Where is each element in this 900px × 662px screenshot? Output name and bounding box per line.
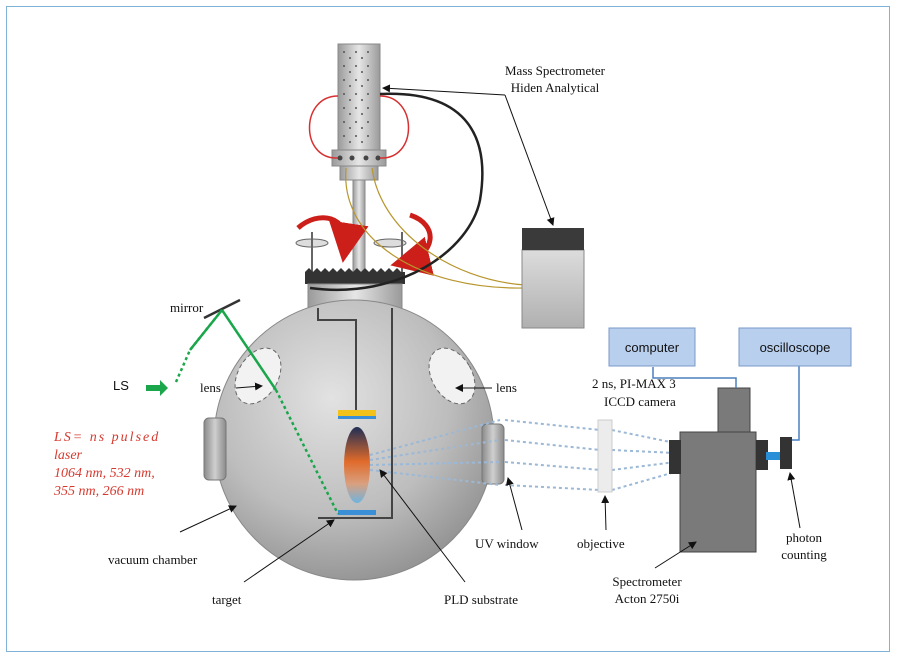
- spectrometer-label-2: Acton 2750i: [615, 591, 680, 606]
- pld-substrate-label: PLD substrate: [444, 592, 518, 607]
- red-wire-left: [308, 95, 339, 159]
- objective-label: objective: [577, 536, 625, 551]
- mirror-element: [203, 298, 241, 320]
- left-port: [203, 417, 227, 481]
- laser-beam: [146, 298, 340, 515]
- camera-label-1: 2 ns, PI-MAX 3: [592, 376, 676, 391]
- lens-right-label: lens: [496, 380, 517, 395]
- oscilloscope-box[interactable]: [738, 327, 852, 367]
- gold-cable-2: [371, 167, 526, 286]
- rotation-feedthrough-left: [295, 215, 369, 272]
- lens-left-label: lens: [200, 380, 221, 395]
- mirror-label: mirror: [170, 300, 204, 315]
- pointer-arrows: [179, 84, 801, 583]
- laser-note-line1: LS= ns pulsed: [53, 430, 160, 445]
- vacuum-chamber: [203, 299, 505, 581]
- mass-spectrometer-probe: [308, 43, 410, 273]
- substrate-holder-rod: [317, 308, 357, 410]
- rotation-arrow-right: [390, 212, 434, 276]
- spectrometer-body: [679, 431, 757, 553]
- computer-label: computer: [625, 340, 680, 355]
- photon-counting-detector: [780, 437, 792, 469]
- rotation-feedthrough-right: [373, 212, 434, 276]
- uv-window-port: [481, 423, 505, 485]
- uv-window-label: UV window: [475, 536, 539, 551]
- target-plate: [338, 510, 376, 515]
- camera-label-2: ICCD camera: [604, 394, 676, 409]
- spectrometer-label-1: Spectrometer: [612, 574, 682, 589]
- gold-cable-1: [345, 167, 526, 289]
- red-wire-right: [379, 95, 410, 159]
- objective-lens: [597, 419, 613, 493]
- optical-rays: [369, 419, 676, 491]
- plasma-plume: [344, 427, 370, 503]
- oscilloscope-label: oscilloscope: [760, 340, 831, 355]
- vacuum-chamber-label: vacuum chamber: [108, 552, 198, 567]
- ls-arrow: [146, 380, 168, 396]
- lens-left-port: [234, 347, 282, 405]
- photon-label-2: counting: [781, 547, 827, 562]
- mass-spec-label-2: Hiden Analytical: [511, 80, 600, 95]
- iccd-camera: [717, 387, 751, 433]
- rotation-arrow-left: [296, 215, 369, 263]
- ls-label: LS: [113, 378, 129, 393]
- black-cable: [309, 92, 484, 291]
- laser-note-line3: 1064 nm, 532 nm,: [54, 466, 155, 481]
- oscilloscope-cable: [792, 365, 800, 441]
- computer-box[interactable]: [608, 327, 696, 367]
- laser-note-line4: 355 nm, 266 nm: [53, 484, 144, 499]
- mass-spec-label-1: Mass Spectrometer: [505, 63, 606, 78]
- probe-dot-pattern: [343, 51, 369, 143]
- lens-right-port: [428, 347, 476, 405]
- photon-label-1: photon: [786, 530, 823, 545]
- spectrometer-assembly: [669, 387, 792, 553]
- target-holder-rod: [380, 308, 393, 519]
- laser-note-line2: laser: [54, 448, 83, 463]
- diagram-frame: [6, 6, 890, 652]
- target-label: target: [212, 592, 242, 607]
- computer-cable: [652, 367, 737, 388]
- mass-spectrometer-box: [521, 228, 585, 329]
- pld-substrate-plate: [338, 410, 376, 416]
